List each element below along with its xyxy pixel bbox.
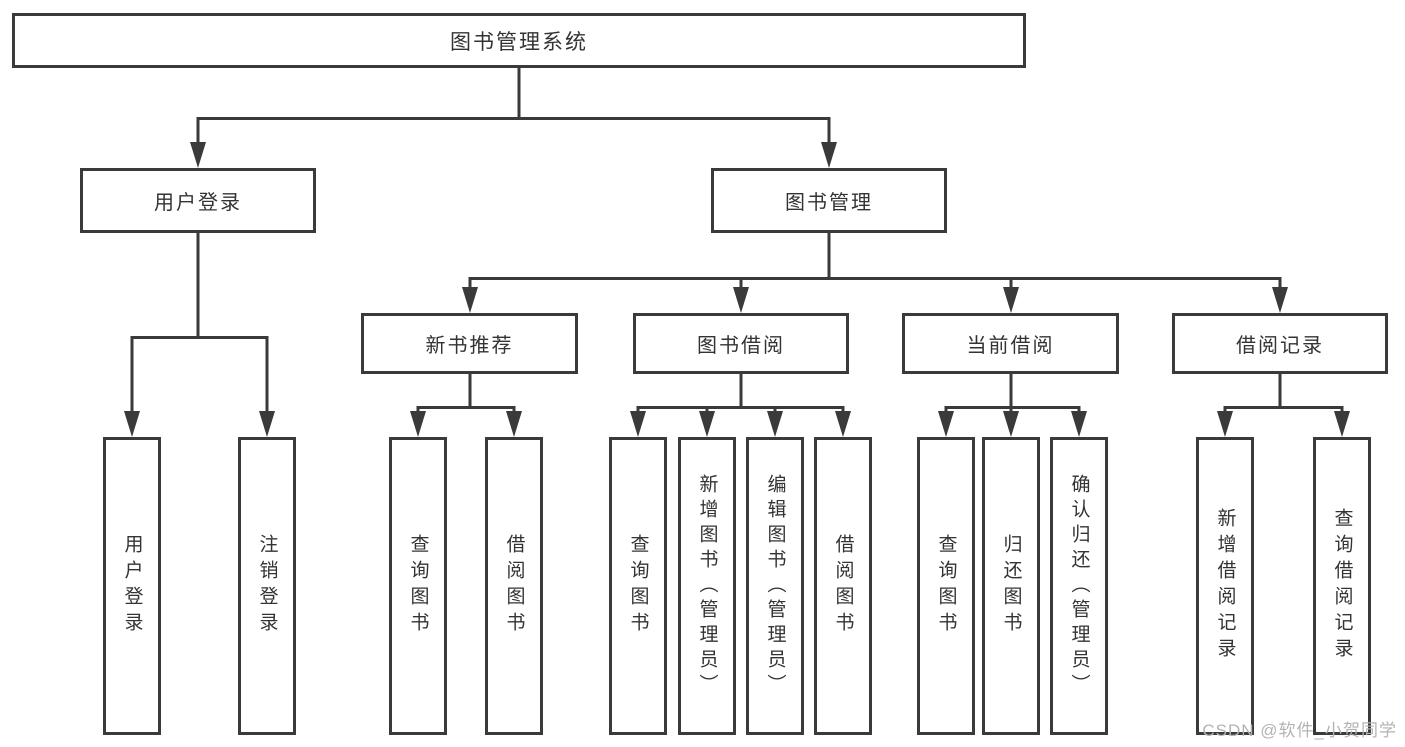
arrowhead: [190, 142, 206, 168]
arrowhead: [1003, 287, 1019, 313]
node-current-borrow: 当前借阅: [902, 313, 1119, 374]
connector-borrow-records-to-leaves: [1223, 374, 1344, 415]
leaf-borrow-edit-books-admin: 编辑图书（管理员）: [746, 437, 804, 735]
connector-book-borrow-to-leaves: [636, 374, 845, 415]
leaf-current-confirm-return-admin: 确认归还（管理员）: [1050, 437, 1108, 735]
arrowhead: [699, 411, 715, 437]
arrowhead: [462, 287, 478, 313]
arrowhead: [410, 411, 426, 437]
connector-book-management-to-level3: [468, 233, 1282, 291]
arrowhead: [1071, 411, 1087, 437]
leaf-borrow-borrow-books: 借阅图书: [814, 437, 872, 735]
leaf-borrow-query-books: 查询图书: [609, 437, 667, 735]
node-root-library-management-system: 图书管理系统: [12, 13, 1026, 68]
csdn-watermark: CSDN @软件_小贺同学: [1202, 721, 1397, 740]
arrowhead: [630, 411, 646, 437]
leaf-records-add-borrow-record: 新增借阅记录: [1196, 437, 1254, 735]
leaf-borrow-add-books-admin: 新增图书（管理员）: [678, 437, 736, 735]
node-user-login: 用户登录: [80, 168, 316, 233]
connector-new-book-recommend-to-leaves: [416, 374, 516, 415]
node-new-book-recommend: 新书推荐: [361, 313, 578, 374]
arrowhead: [835, 411, 851, 437]
arrowhead: [124, 411, 140, 437]
arrowhead: [767, 411, 783, 437]
leaf-user-login: 用户登录: [103, 437, 161, 735]
leaf-recommend-borrow-books: 借阅图书: [485, 437, 543, 735]
connector-current-borrow-to-leaves: [944, 374, 1081, 415]
arrowhead: [1272, 287, 1288, 313]
connector-user-login-to-leaves: [130, 233, 269, 415]
node-book-borrow: 图书借阅: [633, 313, 849, 374]
arrowhead: [506, 411, 522, 437]
arrowhead: [821, 142, 837, 168]
arrowhead: [1334, 411, 1350, 437]
leaf-current-query-books: 查询图书: [917, 437, 975, 735]
node-book-management: 图书管理: [711, 168, 947, 233]
leaf-logout-login: 注销登录: [238, 437, 296, 735]
arrowhead: [259, 411, 275, 437]
arrowhead: [1003, 411, 1019, 437]
leaf-current-return-books: 归还图书: [982, 437, 1040, 735]
arrowhead: [1217, 411, 1233, 437]
leaf-recommend-query-books: 查询图书: [389, 437, 447, 735]
leaf-records-query-borrow-record: 查询借阅记录: [1313, 437, 1371, 735]
connector-root-to-level2: [196, 68, 831, 146]
node-borrow-records: 借阅记录: [1172, 313, 1388, 374]
arrowhead: [733, 287, 749, 313]
arrowhead: [938, 411, 954, 437]
